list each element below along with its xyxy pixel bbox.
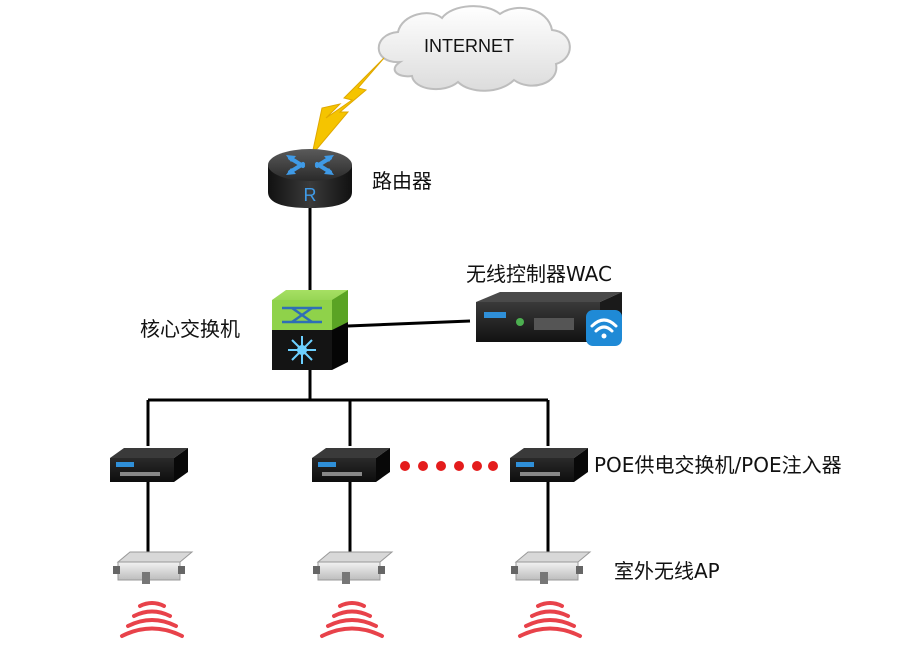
ellipsis-dot [454, 461, 464, 471]
poe-switch-1-icon [110, 448, 188, 482]
router-label: 路由器 [372, 169, 432, 193]
internet-cloud-icon [377, 5, 571, 92]
ellipsis-dot [436, 461, 446, 471]
internet-label: INTERNET [424, 36, 514, 56]
wireless-controller-icon [476, 292, 622, 346]
poe-switch-3-icon [510, 448, 588, 482]
poe-switch-label: POE供电交换机/POE注入器 [594, 453, 842, 477]
lightning-icon [312, 57, 385, 151]
connection-lines [146, 208, 550, 555]
router-badge: R [304, 185, 317, 205]
ellipsis-dot [472, 461, 482, 471]
core-to-wac-line [347, 319, 471, 328]
outdoor-ap-3-icon [511, 551, 592, 584]
ellipsis-dot [418, 461, 428, 471]
ellipsis-dot [488, 461, 498, 471]
ellipsis-dot [400, 461, 410, 471]
ellipsis-dots [400, 461, 498, 471]
signal-waves-1-icon [120, 601, 184, 638]
poe-switch-2-icon [312, 448, 390, 482]
outdoor-ap-2-icon [313, 551, 394, 584]
router-icon [268, 149, 352, 208]
signal-waves-2-icon [320, 601, 384, 638]
core-switch-label: 核心交换机 [140, 317, 240, 341]
wireless-controller-label: 无线控制器WAC [466, 262, 612, 286]
core-switch-icon [272, 290, 348, 370]
outdoor-ap-1-icon [113, 551, 194, 584]
outdoor-ap-label: 室外无线AP [614, 559, 720, 583]
signal-waves-3-icon [518, 601, 582, 638]
